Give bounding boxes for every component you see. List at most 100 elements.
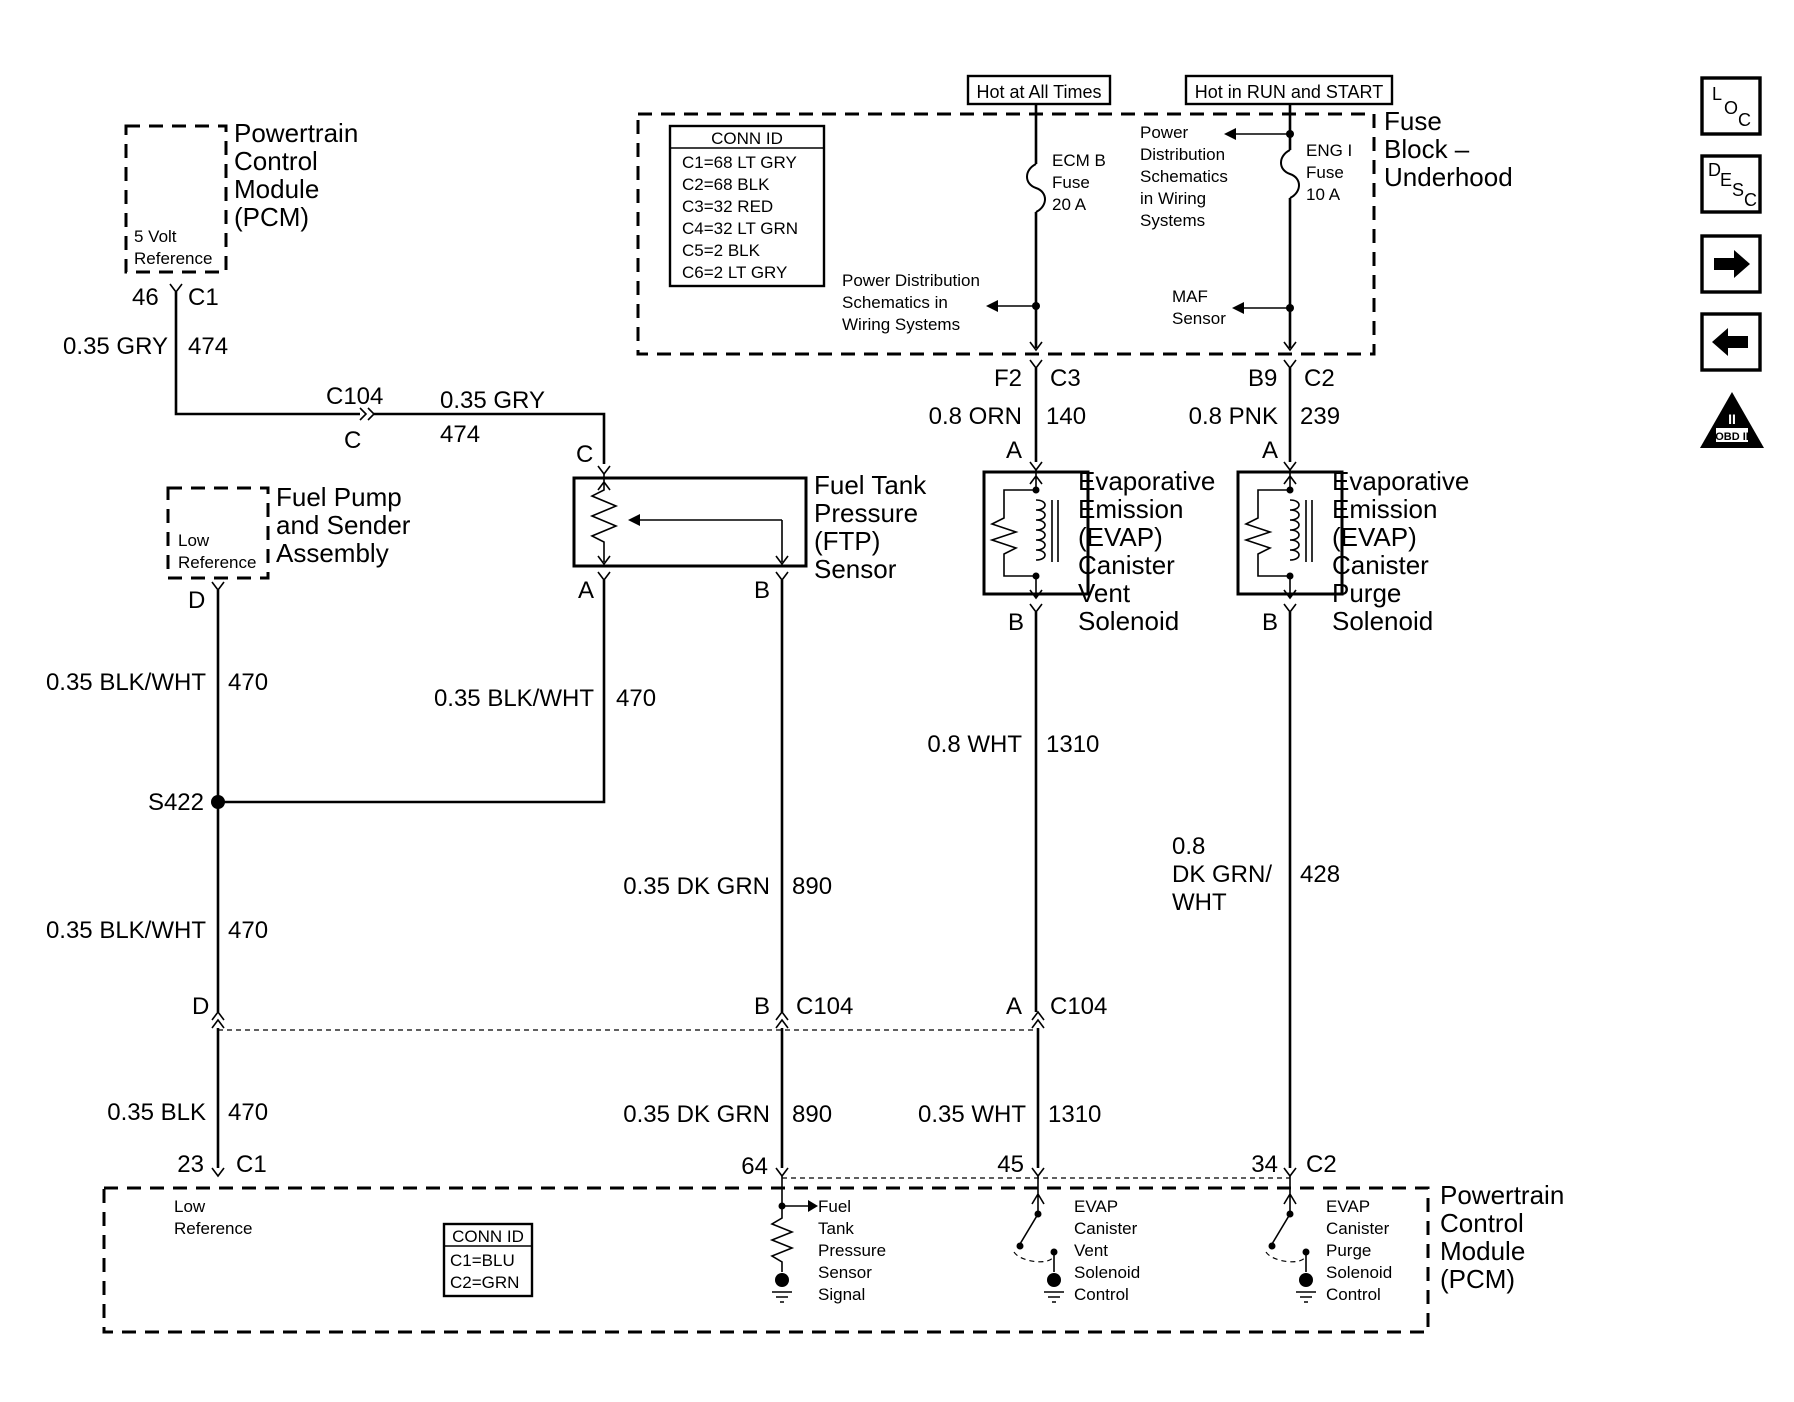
pd-upper-3: Schematics [1140, 167, 1228, 186]
ftp-signal-ground-dot [775, 1273, 789, 1287]
vent-control-ground-dot [1047, 1273, 1061, 1287]
wire-1310-upper-circuit: 1310 [1046, 731, 1099, 758]
next-button[interactable] [1700, 234, 1762, 294]
ftp-signal-line [781, 1176, 812, 1207]
pcm-conn-c1: C1 [236, 1151, 267, 1178]
ftp-terminal-c [597, 465, 611, 476]
pcm-top-ref-1: 5 Volt [134, 227, 177, 246]
next-arrow-frame [1700, 234, 1762, 294]
fuse-b9-terminal [1283, 341, 1297, 352]
fuse-block-underhood: Hot at All Times Hot in RUN and START Fu… [636, 74, 1513, 392]
ftp-signal-4: Sensor [818, 1263, 872, 1282]
ftp-signal-5: Signal [818, 1285, 865, 1304]
previous-button[interactable] [1700, 312, 1762, 372]
vent-title-4: Canister [1078, 550, 1175, 580]
wire-1310-lower-circuit: 1310 [1048, 1101, 1101, 1128]
c104-pin-b: B [754, 993, 770, 1020]
wire-890-lower-size: 0.35 DK GRN [623, 1101, 770, 1128]
pcm-top-terminal [169, 283, 183, 294]
pcm-conn-id-table [442, 1222, 534, 1298]
c104-d-terminal [211, 1010, 225, 1029]
fuel-pump-title-3: Assembly [276, 538, 389, 568]
fuse-block-title-2: Block – [1384, 134, 1470, 164]
wire-470-mid-circuit: 470 [616, 685, 656, 712]
wire-470-bottom-circuit: 470 [228, 1099, 268, 1126]
pcm-pin-34: 34 [1251, 1151, 1278, 1178]
purge-title-1: Evaporative [1332, 466, 1469, 496]
vent-control-1: EVAP [1074, 1197, 1118, 1216]
splice-s422-dot [211, 795, 225, 809]
ftp-title-4: Sensor [814, 554, 897, 584]
pcm-low-ref-1: Low [174, 1197, 206, 1216]
location-icon [1700, 76, 1762, 136]
pcm-pin-45: 45 [997, 1151, 1024, 1178]
vent-control-ground-icon [1044, 1291, 1064, 1303]
fuse-conn-id-4: C4=32 LT GRN [682, 219, 798, 238]
fuse-c2-terminal [1283, 359, 1297, 370]
wire-890-upper-size: 0.35 DK GRN [623, 873, 770, 900]
ecm-branch-arrow [986, 300, 998, 312]
desc-letter-s: S [1732, 180, 1744, 200]
ftp-signal-ground-icon [772, 1291, 792, 1303]
vent-terminal-b [1029, 603, 1043, 614]
pcm-pin-34-terminal [1283, 1167, 1297, 1178]
fuse-pin-f2: F2 [994, 365, 1022, 392]
fuse-conn-id-6: C6=2 LT GRY [682, 263, 787, 282]
description-button[interactable]: D E S C [1700, 154, 1762, 214]
fuse-block-dashed-box [636, 112, 1376, 356]
pcm-bottom-title-2: Control [1440, 1208, 1524, 1238]
pcm-pin-64-terminal [775, 1167, 789, 1178]
vent-control-4: Solenoid [1074, 1263, 1140, 1282]
wire-890-upper-circuit: 890 [792, 873, 832, 900]
pd-upper-1: Power [1140, 123, 1189, 142]
fuel-pump-title-2: and Sender [276, 510, 411, 540]
pd-lower-2: Schematics in [842, 293, 948, 312]
purge-terminal-b [1283, 603, 1297, 614]
previous-arrow-icon [1712, 328, 1748, 356]
pcm-low-ref-2: Reference [174, 1219, 252, 1238]
pcm-top-module: Powertrain Control Module (PCM) 5 Volt R… [124, 118, 358, 311]
c104-a-terminal [1031, 1010, 1045, 1029]
pd-upper-5: Systems [1140, 211, 1205, 230]
fuse-conn-c2: C2 [1304, 365, 1335, 392]
desc-letter-e: E [1720, 170, 1732, 190]
vent-title-5: Vent [1078, 578, 1131, 608]
obd-ii-label: OBD II [1715, 431, 1749, 443]
obd-ii-button[interactable]: II OBD II [1700, 392, 1764, 448]
evap-purge-solenoid: A B Evaporative Emission (EVAP) Canister… [1172, 437, 1469, 1168]
hot-in-run-label: Hot in RUN and START [1195, 82, 1383, 102]
wire-pnk-circuit: 239 [1300, 403, 1340, 430]
c104-name-b: C104 [796, 993, 853, 1020]
c104-top-pin: C [344, 427, 361, 454]
pcm-top-title-2: Control [234, 146, 318, 176]
ftp-wiper-line [630, 519, 789, 566]
pcm-pin-45-terminal [1031, 1167, 1045, 1178]
pcm-conn-id-1: C1=BLU [450, 1251, 515, 1270]
wire-470-bottom-size: 0.35 BLK [107, 1099, 206, 1126]
purge-title-6: Solenoid [1332, 606, 1433, 636]
c104-top-size: 0.35 GRY [440, 387, 545, 414]
pcm-pin-23-terminal [211, 1167, 225, 1178]
fuse-conn-id-table [668, 124, 826, 288]
loc-letter-c: C [1738, 110, 1751, 130]
purge-coil-core [1305, 500, 1313, 562]
pcm-top-title-3: Module [234, 174, 319, 204]
purge-control-ground-dot [1299, 1273, 1313, 1287]
vent-arrow-bottom [1029, 576, 1043, 600]
maf-branch-arrow [1232, 302, 1244, 314]
fuel-pump-assembly: Fuel Pump and Sender Assembly Low Refere… [166, 482, 411, 614]
purge-pin-b: B [1262, 609, 1278, 636]
purge-coil-resistor [1243, 489, 1290, 577]
wire-428-circuit: 428 [1300, 861, 1340, 888]
pcm-top-dashed-box [124, 124, 228, 274]
wire-orn-size: 0.8 ORN [929, 403, 1022, 430]
purge-control-line [1283, 1176, 1297, 1212]
fuse-c3-terminal [1029, 359, 1043, 370]
fuel-pump-ref-2: Reference [178, 553, 256, 572]
vent-node-top [1032, 486, 1040, 494]
purge-control-5: Control [1326, 1285, 1381, 1304]
location-button[interactable]: L O C [1700, 76, 1762, 136]
purge-pin-a: A [1262, 437, 1278, 464]
obd-ii-roman: II [1728, 411, 1736, 427]
vent-control-switch-arm [1019, 1213, 1039, 1245]
